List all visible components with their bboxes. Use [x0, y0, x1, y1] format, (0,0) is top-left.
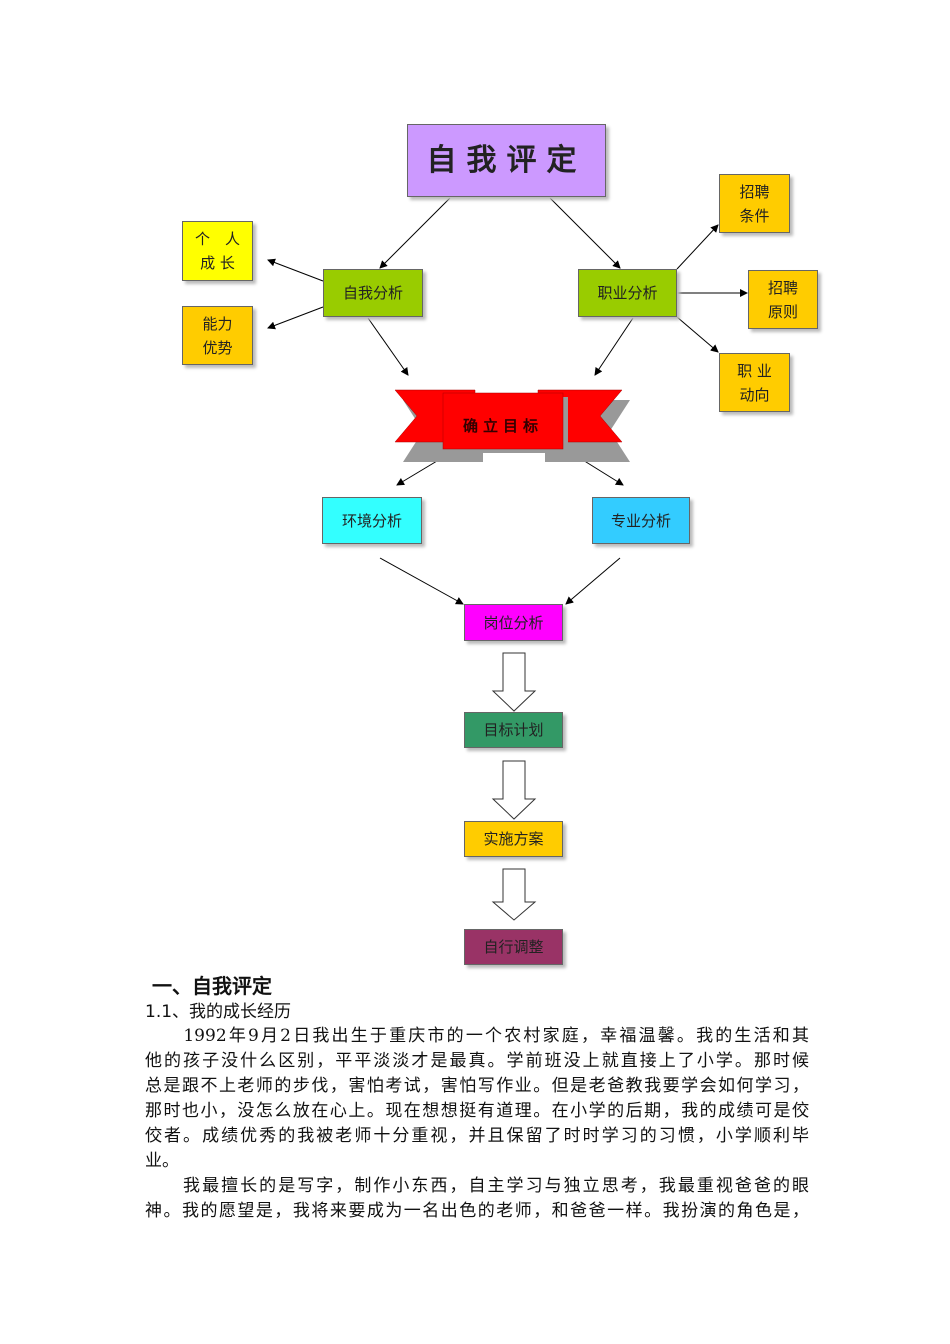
arrow: [367, 317, 409, 376]
arrow: [676, 316, 719, 353]
paragraph-line: 神。我的愿望是，我将来要成为一名出色的老师，和爸爸一样。我扮演的角色是，: [145, 1201, 809, 1221]
box-label: 目标计划: [483, 721, 544, 739]
box-label: 招聘: [739, 182, 770, 201]
subsection-heading: 1.1、我的成长经历: [145, 1002, 292, 1022]
box-label: 自我评定: [426, 142, 587, 178]
hollow-down-arrow: [491, 868, 537, 921]
arrow: [565, 557, 621, 605]
self-analysis-box: 自我分析: [323, 269, 423, 317]
arrow: [379, 197, 451, 269]
ability-box: 能力优势: [182, 306, 253, 365]
box-label: 自我分析: [342, 284, 403, 302]
major-analysis-box: 专业分析: [592, 497, 690, 544]
goal-ribbon: [394, 389, 630, 462]
box-label: 环境分析: [341, 511, 402, 530]
personal-growth-box: 个 人成 长: [182, 221, 253, 281]
paragraph-line: 业。: [145, 1151, 179, 1171]
paragraph-line: 他的孩子没什么区别，平平淡淡才是最真。学前班没上就直接上了小学。那时候: [145, 1051, 809, 1071]
box-label: 能力: [202, 314, 233, 333]
hollow-down-arrow: [491, 652, 537, 712]
hollow-down-arrow: [491, 760, 537, 820]
self-assessment-box: 自我评定: [407, 124, 606, 197]
diagram-connectors: [267, 197, 748, 921]
box-label: 自行调整: [483, 938, 544, 956]
recruit-conditions-box: 招聘条件: [719, 174, 790, 233]
box-label: 岗位分析: [483, 613, 544, 632]
goal-plan-box: 目标计划: [464, 712, 563, 748]
box-label: 职 业: [737, 361, 772, 380]
box-label: 原则: [767, 302, 798, 321]
box-label: 招聘: [767, 278, 798, 297]
box-label: 专业分析: [610, 511, 671, 530]
paragraph-line: 佼者。成绩优秀的我被老师十分重视，并且保留了时时学习的习惯，小学顺利毕: [145, 1126, 809, 1146]
box-label: 成 长: [200, 254, 235, 272]
arrow: [379, 557, 464, 605]
arrow: [549, 197, 621, 269]
box-label: 个 人: [194, 230, 240, 248]
position-analysis-box: 岗位分析: [464, 604, 563, 641]
section-heading: 一、自我评定: [152, 974, 272, 998]
arrow: [267, 306, 324, 330]
arrow: [267, 258, 324, 282]
self-adjust-box: 自行调整: [464, 929, 563, 965]
paragraph-line: 1992年9月2日我出生于重庆市的一个农村家庭，幸福温馨。我的生活和其: [145, 1026, 809, 1046]
career-trend-box: 职 业动向: [719, 353, 790, 412]
career-analysis-box: 职业分析: [578, 269, 677, 317]
recruit-principles-box: 招聘原则: [748, 270, 818, 329]
paragraph-line: 总是跟不上老师的步伐，害怕考试，害怕写作业。但是老爸教我要学会如何学习，: [145, 1076, 809, 1096]
arrow: [676, 224, 719, 270]
paragraph-line: 那时也小，没怎么放在心上。现在想想挺有道理。在小学的后期，我的成绩可是佼: [145, 1101, 809, 1121]
box-label: 职业分析: [597, 284, 658, 302]
paragraph-line: 我最擅长的是写字，制作小东西，自主学习与独立思考，我最重视爸爸的眼: [145, 1176, 809, 1196]
box-label: 实施方案: [483, 830, 544, 848]
goal-label: 确立目标: [462, 417, 543, 435]
box-label: 动向: [739, 385, 770, 404]
implementation-box: 实施方案: [464, 821, 563, 857]
environment-analysis-box: 环境分析: [322, 497, 422, 544]
box-label: 条件: [739, 206, 770, 225]
arrow: [594, 317, 634, 376]
box-label: 优势: [202, 338, 233, 357]
